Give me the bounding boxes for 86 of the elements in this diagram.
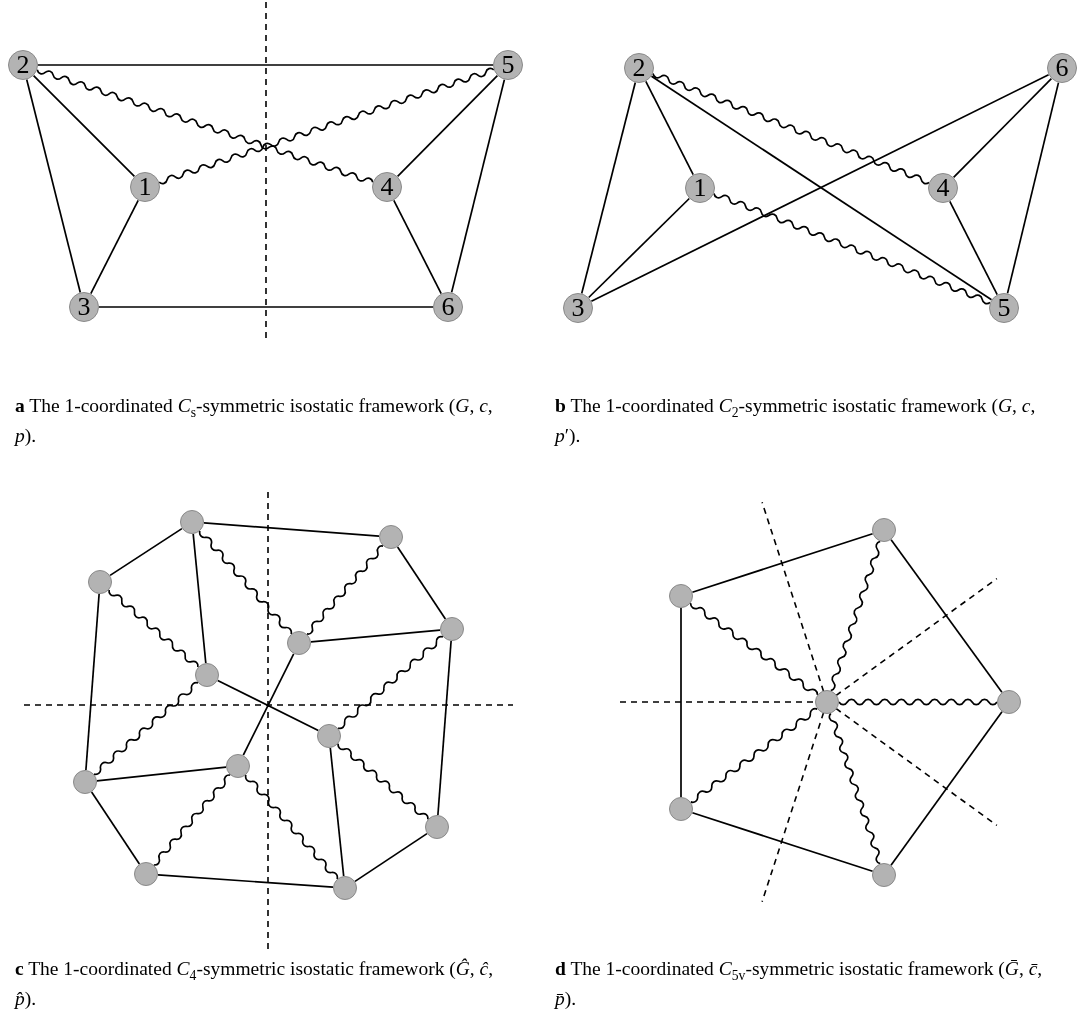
numbered-vertex: 1 [130,172,160,202]
wavy-edge [158,67,495,185]
vertex-circle [997,690,1021,714]
vertex-circle [88,570,112,594]
edge-line [90,791,141,865]
wavy-edge [152,774,232,866]
vertex-circle [815,690,839,714]
vertex-circle [333,876,357,900]
numbered-vertex: 3 [563,293,593,323]
wavy-edge [36,68,374,184]
edge-line [952,77,1053,179]
edge-line [242,652,295,757]
edge-line [157,873,334,889]
edge-line [948,200,999,296]
wavy-edge [828,712,882,865]
edge-line [109,527,183,577]
wavy-edge [713,192,991,305]
wavy-edge [652,72,930,185]
edge-line [396,74,499,178]
edge-line [329,747,345,877]
edge-line [691,811,874,873]
edge-line [587,197,691,299]
numbered-vertex: 2 [624,53,654,83]
wavy-edge [306,545,384,635]
vertex-circle [226,754,250,778]
vertex-circle [180,510,204,534]
vertex-circle [425,815,449,839]
numbered-vertex: 5 [493,50,523,80]
wavy-edge [244,774,339,880]
figure-caption: b The 1-coordinated C$_{2}$-symmetric isostatic framework (G, c, p′). [555,394,1037,448]
edge-line [644,80,695,176]
wavy-edge [838,698,998,706]
edge-line [590,73,1050,303]
edge-line [650,75,993,301]
edge-line [310,629,441,643]
vertex-circle [195,663,219,687]
wavy-edge [337,635,444,730]
numbered-vertex: 2 [8,50,38,80]
wavy-edge [337,742,429,821]
wavy-edge [93,681,199,776]
vertex-circle [379,525,403,549]
wavy-edge [108,589,199,668]
edge-line [96,766,227,782]
wavy-edge [689,602,819,696]
figure-caption: a The 1-coordinated C$_{s}$-symmetric isostatic framework (G, c, p). [15,394,494,448]
numbered-vertex: 4 [928,173,958,203]
figure-caption: d The 1-coordinated C$_{5v}$-symmetric isostatic framework (Ḡ, c̄, p̄). [555,957,1044,1011]
numbered-vertex: 3 [69,292,99,322]
edge-line [437,640,452,816]
edge-line [392,199,443,295]
vertex-circle [134,862,158,886]
wavy-edge [689,707,819,804]
vertex-circle [73,770,97,794]
edge-line [32,74,136,178]
edge-line [203,522,380,537]
edge-line [890,710,1003,867]
vertex-circle [872,518,896,542]
edge-line [1006,81,1060,295]
vertex-circle [669,584,693,608]
wavy-edge [829,540,882,692]
figure-caption: c The 1-coordinated C$_{4}$-symmetric isostatic framework (Ĝ, ĉ, p̂). [15,957,495,1011]
edge-line [37,64,494,66]
numbered-vertex: 4 [372,172,402,202]
edge-line [85,593,100,771]
vertex-circle [669,797,693,821]
numbered-vertex: 6 [433,292,463,322]
numbered-vertex: 6 [1047,53,1077,83]
edge-line [192,533,207,664]
vertex-circle [317,724,341,748]
edge-line [580,81,637,295]
edge-line [354,832,428,883]
vertex-circle [440,617,464,641]
edge-line [396,546,447,620]
wavy-edge [198,530,293,635]
numbered-vertex: 5 [989,293,1019,323]
edge-line [890,538,1003,694]
vertex-circle [872,863,896,887]
numbered-vertex: 1 [685,173,715,203]
edge-line [691,532,874,594]
edge-line [216,679,320,732]
edge-line [450,78,506,294]
edge-line [98,306,434,308]
edge-line [89,199,140,295]
edge-line [25,78,82,294]
edge-line [680,607,682,798]
vertex-circle [287,631,311,655]
